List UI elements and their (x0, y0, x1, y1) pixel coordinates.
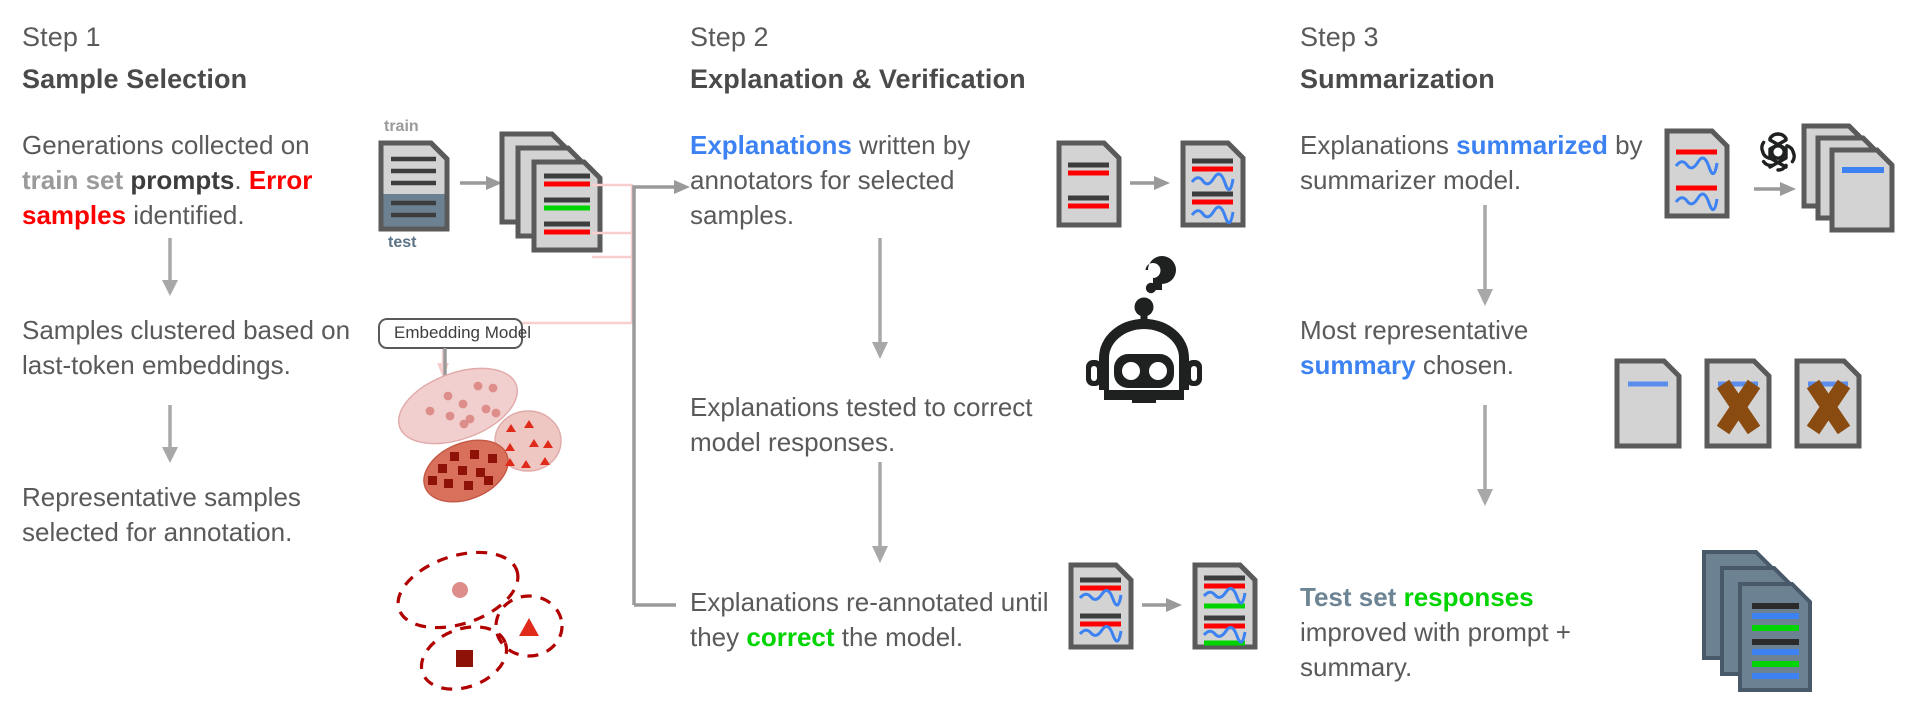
document-explanation-icon (1180, 140, 1246, 228)
step-2-title: Explanation & Verification (690, 64, 1026, 94)
text-run-bold-green: responses (1403, 582, 1534, 612)
step-2-label: Step 2 (690, 22, 769, 52)
text-run-bold-blue: Explanations (690, 130, 852, 160)
arrow-down-icon (872, 238, 888, 359)
text-run-bold-blue: summary (1300, 350, 1416, 381)
document-rejected-x-icon (1794, 358, 1862, 449)
stacked-documents-summary-icon (1801, 123, 1895, 233)
text-run-bold-gray: train set (22, 165, 124, 196)
train-label: train (384, 118, 419, 135)
arrow-down-icon (1477, 405, 1493, 506)
arrow-right-icon (1130, 176, 1170, 190)
step-3-title: Summarization (1300, 64, 1495, 94)
arrow-right-icon (1754, 182, 1796, 196)
text-run-bold-green: correct (746, 622, 835, 653)
step-1-text-3: Representative samples selected for anno… (22, 482, 301, 548)
arrow-down-icon (1477, 205, 1493, 306)
text-run-bold-red: Error samples (22, 165, 313, 231)
text-run-bold-blue: summarized (1456, 130, 1608, 160)
step1-to-step2-connector (632, 180, 690, 607)
step-1-title: Sample Selection (22, 64, 248, 94)
cluster-scatter-icon (397, 367, 562, 503)
arrow-down-icon (162, 238, 178, 296)
document-explanation-icon (1664, 128, 1730, 219)
error-sample-connector (592, 183, 634, 323)
document-explanation-icon (1068, 562, 1134, 650)
text-run-bold-dark: prompts (130, 165, 235, 196)
text-run-bold-slate: Test set (1300, 582, 1397, 612)
test-label: test (388, 234, 417, 251)
step-3-text-2: Most representative summary chosen. (1300, 315, 1529, 381)
document-summary-icon (1614, 358, 1682, 449)
arrow-right-icon (460, 176, 502, 190)
embedding-model-box[interactable]: Embedding Model (378, 318, 531, 349)
step-3-text-1: Explanations summarized by summarizer mo… (1300, 130, 1643, 196)
arrow-right-icon (1142, 598, 1182, 612)
openai-logo-icon (1760, 132, 1796, 172)
step-2-text-1: Explanations written by annotators for s… (690, 130, 971, 231)
arrow-down-icon (872, 462, 888, 563)
cluster-representatives-icon (396, 550, 564, 691)
step-2-text-3: Explanations re-annotated until they cor… (690, 587, 1049, 653)
robot-question-icon (1086, 256, 1202, 403)
step-1-text-1: Generations collected on train set promp… (22, 130, 313, 231)
stacked-responses-icon (1702, 550, 1812, 692)
document-red-lines-icon (1056, 140, 1122, 228)
document-corrected-icon (1192, 562, 1258, 650)
step-3-text-3: Test set responses improved with prompt … (1300, 582, 1571, 683)
step-3-label: Step 3 (1300, 22, 1379, 52)
step-2-text-2: Explanations tested to correct model res… (690, 392, 1033, 458)
arrow-down-icon (162, 405, 178, 463)
document-rejected-x-icon (1704, 358, 1772, 449)
stacked-documents-errors-icon (499, 131, 603, 253)
step-1-text-2: Samples clustered based on last-token em… (22, 315, 351, 381)
document-train-test-icon (378, 140, 450, 232)
step-1-label: Step 1 (22, 22, 101, 52)
